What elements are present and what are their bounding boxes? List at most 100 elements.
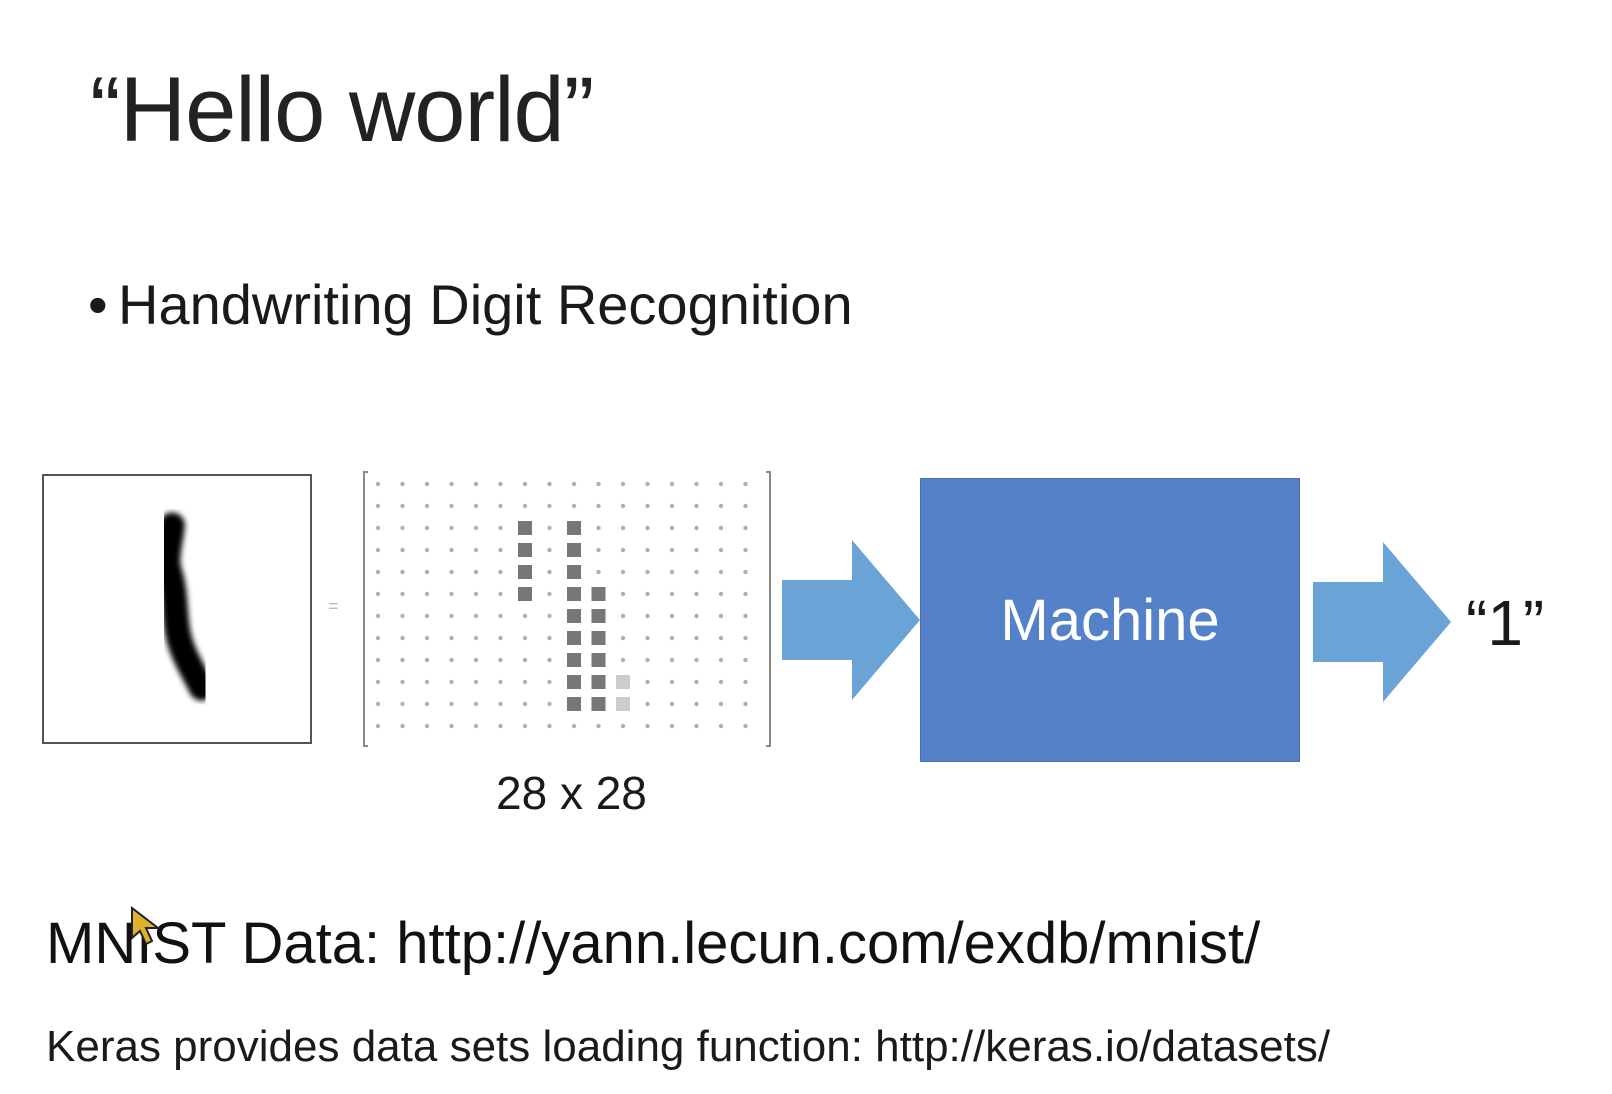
matrix-pixel-empty	[596, 547, 601, 553]
matrix-pixel-empty	[547, 613, 552, 619]
matrix-pixel-filled	[616, 675, 630, 689]
pixel-matrix-grid	[363, 471, 771, 747]
matrix-pixel-empty	[694, 657, 699, 663]
matrix-pixel-empty	[522, 723, 528, 729]
matrix-pixel-empty	[498, 701, 503, 707]
matrix-pixel-empty	[424, 701, 430, 707]
matrix-pixel-empty	[498, 613, 503, 619]
bullet-dot-icon: •	[88, 273, 108, 336]
matrix-pixel-empty	[547, 657, 552, 663]
matrix-pixel-empty	[743, 723, 748, 729]
matrix-pixel-filled	[518, 587, 532, 601]
matrix-pixel-empty	[718, 525, 724, 531]
matrix-pixel-empty	[400, 679, 405, 685]
matrix-pixel-empty	[473, 701, 479, 707]
matrix-pixel-empty	[375, 723, 381, 729]
matrix-pixel-empty	[620, 723, 626, 729]
matrix-pixel-empty	[400, 635, 405, 641]
matrix-pixel-empty	[424, 503, 430, 509]
matrix-pixel-empty	[669, 613, 675, 619]
pixel-matrix	[362, 470, 772, 748]
matrix-pixel-empty	[669, 481, 675, 487]
matrix-pixel-empty	[498, 635, 503, 641]
matrix-pixel-filled	[591, 653, 606, 667]
matrix-pixel-empty	[498, 481, 503, 487]
matrix-pixel-empty	[571, 503, 577, 509]
matrix-pixel-empty	[522, 503, 528, 509]
matrix-pixel-empty	[375, 635, 381, 641]
matrix-pixel-empty	[473, 569, 479, 575]
matrix-pixel-empty	[400, 723, 405, 729]
matrix-pixel-empty	[547, 525, 552, 531]
matrix-pixel-empty	[669, 525, 675, 531]
matrix-pixel-empty	[473, 525, 479, 531]
matrix-pixel-empty	[498, 525, 503, 531]
matrix-pixel-filled	[591, 697, 606, 711]
matrix-pixel-empty	[547, 679, 552, 685]
matrix-pixel-empty	[669, 591, 675, 597]
matrix-pixel-empty	[498, 547, 503, 553]
matrix-pixel-empty	[449, 635, 454, 641]
matrix-pixel-empty	[547, 591, 552, 597]
matrix-pixel-empty	[669, 701, 675, 707]
bullet-item: •Handwriting Digit Recognition	[88, 272, 853, 337]
matrix-pixel-empty	[375, 547, 381, 553]
matrix-pixel-empty	[375, 525, 381, 531]
matrix-size-caption: 28 x 28	[496, 767, 647, 819]
matrix-pixel-empty	[718, 679, 724, 685]
matrix-pixel-empty	[718, 569, 724, 575]
matrix-pixel-empty	[522, 657, 528, 663]
matrix-pixel-empty	[449, 525, 454, 531]
matrix-pixel-empty	[400, 701, 405, 707]
matrix-pixel-empty	[743, 547, 748, 553]
matrix-pixel-empty	[718, 657, 724, 663]
matrix-pixel-filled	[518, 543, 532, 557]
matrix-pixel-filled	[591, 587, 606, 601]
matrix-pixel-empty	[694, 613, 699, 619]
matrix-pixel-empty	[669, 723, 675, 729]
matrix-pixel-empty	[743, 701, 748, 707]
matrix-pixel-empty	[449, 613, 454, 619]
matrix-pixel-empty	[645, 679, 650, 685]
matrix-pixel-empty	[473, 547, 479, 553]
matrix-pixel-empty	[596, 723, 601, 729]
matrix-pixel-filled	[591, 609, 606, 623]
matrix-pixel-empty	[547, 701, 552, 707]
matrix-pixel-empty	[645, 481, 650, 487]
matrix-pixel-empty	[375, 701, 381, 707]
matrix-pixel-empty	[694, 635, 699, 641]
matrix-pixel-empty	[473, 679, 479, 685]
matrix-pixel-empty	[375, 679, 381, 685]
matrix-pixel-empty	[522, 613, 528, 619]
matrix-pixel-empty	[669, 547, 675, 553]
matrix-pixel-empty	[498, 679, 503, 685]
matrix-pixel-empty	[449, 701, 454, 707]
matrix-pixel-empty	[718, 701, 724, 707]
matrix-pixel-filled	[591, 675, 606, 689]
matrix-pixel-empty	[400, 591, 405, 597]
matrix-pixel-empty	[498, 657, 503, 663]
matrix-pixel-empty	[473, 613, 479, 619]
matrix-pixel-empty	[743, 591, 748, 597]
matrix-pixel-empty	[669, 635, 675, 641]
matrix-pixel-empty	[449, 569, 454, 575]
matrix-pixel-empty	[449, 503, 454, 509]
matrix-pixel-empty	[473, 657, 479, 663]
matrix-pixel-empty	[400, 613, 405, 619]
matrix-pixel-filled	[567, 697, 581, 711]
matrix-pixel-empty	[718, 503, 724, 509]
matrix-pixel-empty	[694, 701, 699, 707]
matrix-pixel-filled	[567, 543, 581, 557]
machine-block: Machine	[920, 478, 1300, 762]
matrix-pixel-empty	[571, 723, 577, 729]
matrix-pixel-empty	[620, 547, 626, 553]
matrix-pixel-empty	[694, 481, 699, 487]
matrix-pixel-empty	[375, 503, 381, 509]
matrix-pixel-empty	[596, 481, 601, 487]
matrix-pixel-empty	[596, 503, 601, 509]
matrix-pixel-empty	[596, 569, 601, 575]
matrix-pixel-empty	[718, 613, 724, 619]
matrix-pixel-empty	[547, 569, 552, 575]
keras-datasets-note: Keras provides data sets loading functio…	[46, 1022, 1331, 1071]
matrix-pixel-empty	[718, 723, 724, 729]
